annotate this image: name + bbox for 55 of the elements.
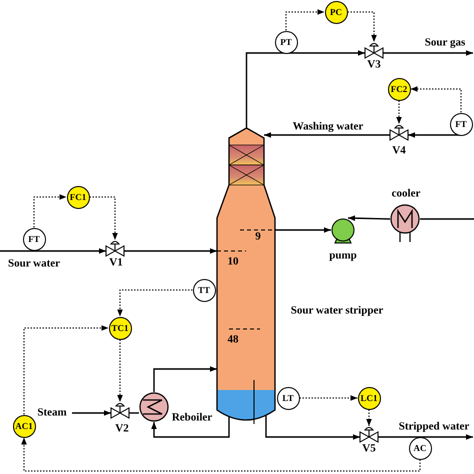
signal-line (286, 9, 325, 31)
process-line (153, 366, 217, 392)
controller-bubble: LC1 (358, 386, 380, 410)
stream-label: Sour gas (424, 38, 466, 48)
valve-tag: V4 (392, 146, 406, 156)
process-line (275, 227, 331, 233)
tray-number: 48 (228, 334, 238, 346)
equipment-label: cooler (392, 188, 420, 200)
controller-bubble: TC1 (108, 316, 132, 340)
equipment-label: pump (329, 250, 357, 262)
process-line (383, 50, 473, 56)
process-line (0, 248, 106, 254)
process-line (420, 218, 474, 220)
signal-line (366, 409, 372, 426)
process-line (265, 415, 360, 440)
tray-number: 10 (228, 256, 238, 268)
signal-line (89, 196, 118, 240)
transmitter-bubble: FT (22, 228, 46, 250)
process-line (378, 434, 473, 440)
equipment-label: Sour water stripper (290, 306, 384, 316)
valve-tag: V5 (362, 444, 376, 454)
signal-line (396, 100, 402, 124)
signal-line (21, 437, 420, 472)
equipment-label: Reboiler (172, 412, 212, 424)
controller-bubble: FC1 (66, 186, 90, 208)
valve-tag: V1 (109, 258, 123, 268)
controller-bubble: FC2 (388, 78, 410, 100)
controller-bubble: PC (324, 0, 348, 24)
transmitter-bubble: AC (408, 436, 432, 460)
signal-line (34, 194, 67, 228)
signal-line (24, 325, 109, 415)
stream-label: Sour water (6, 258, 62, 270)
process-line (348, 215, 390, 221)
stream-label: Steam (36, 408, 68, 418)
stream-label: Stripped water (398, 422, 470, 432)
process-line (72, 410, 111, 416)
signal-line (347, 12, 377, 42)
transmitter-bubble: TT (192, 278, 216, 302)
signal-line (410, 86, 462, 113)
controller-bubble: AC1 (12, 414, 36, 438)
transmitter-bubble: LT (276, 386, 300, 410)
process-line (124, 248, 217, 254)
valve-tag: V3 (367, 60, 381, 70)
tray-number: 9 (255, 232, 261, 242)
transmitter-bubble: FT (450, 112, 472, 136)
signal-line (117, 339, 123, 402)
signal-line (117, 290, 193, 317)
stream-label: Washing water (292, 122, 364, 132)
signal-line (299, 395, 358, 401)
process-line (264, 132, 390, 138)
transmitter-bubble: PT (274, 30, 298, 54)
valve-tag: V2 (115, 424, 129, 434)
process-line (129, 412, 139, 414)
process-line (246, 50, 365, 128)
process-line (151, 416, 230, 438)
